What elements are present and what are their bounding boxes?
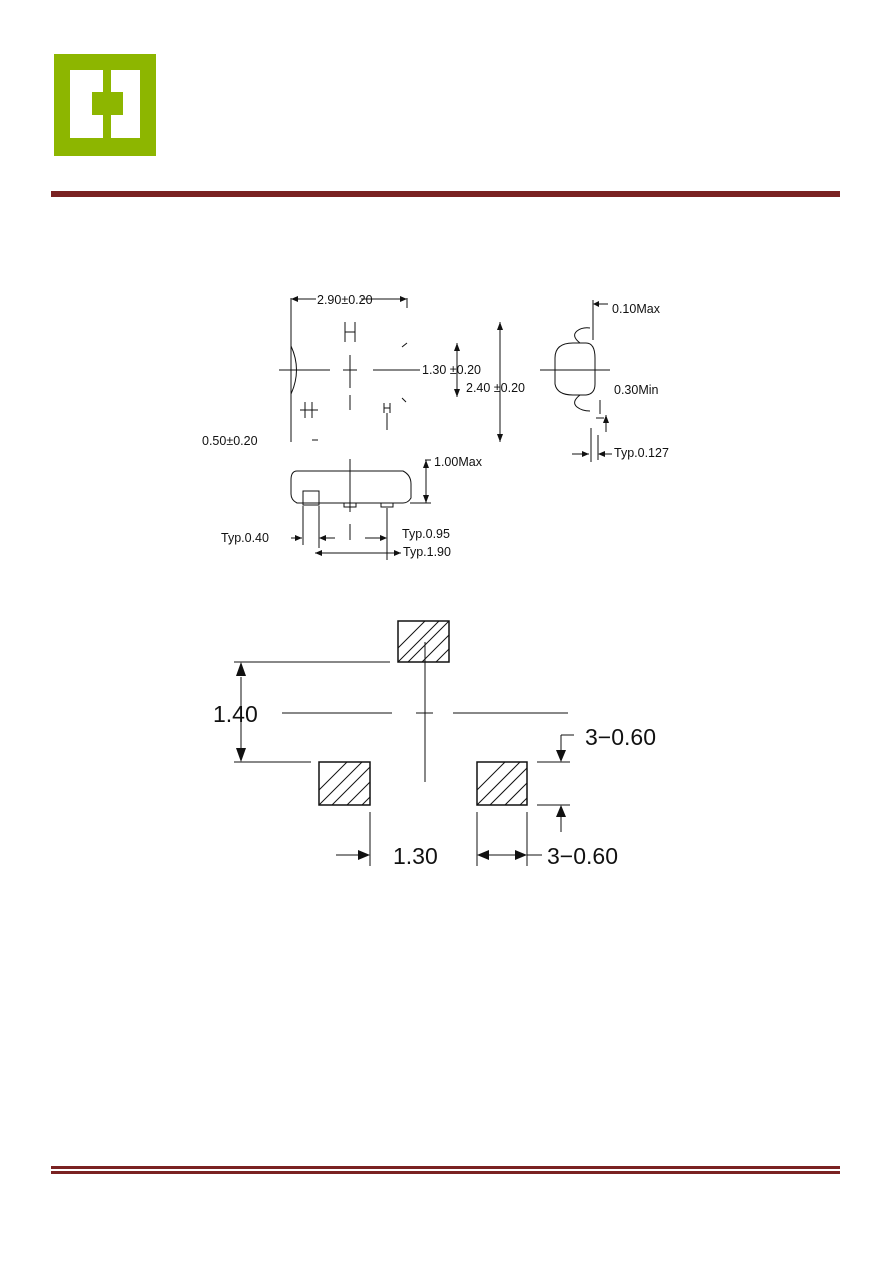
- dim-lead-offset: 0.50±0.20: [202, 434, 258, 448]
- dim-standoff: 0.10Max: [612, 302, 661, 316]
- company-logo-icon: [54, 54, 156, 156]
- dim-pitch-double: Typ.1.90: [403, 545, 451, 559]
- dim-length: 2.90±0.20: [317, 293, 373, 307]
- dim-height-max: 1.00Max: [434, 455, 483, 469]
- footprint-pad-height: 3−0.60: [585, 724, 656, 750]
- dim-lead-thickness: Typ.0.127: [614, 446, 669, 460]
- dim-overall-width: 2.40 ±0.20: [466, 381, 525, 395]
- dim-foot-min: 0.30Min: [614, 383, 659, 397]
- footprint-pad-width: 3−0.60: [547, 843, 618, 869]
- dim-lead-width: Typ.0.40: [221, 531, 269, 545]
- footer-rule: [51, 1166, 840, 1174]
- header-rule: [51, 191, 840, 197]
- footprint-row-spacing: 1.40: [213, 701, 258, 727]
- footprint-col-spacing: 1.30: [393, 843, 438, 869]
- dim-body-width: 1.30 ±0.20: [422, 363, 481, 377]
- dim-pitch: Typ.0.95: [402, 527, 450, 541]
